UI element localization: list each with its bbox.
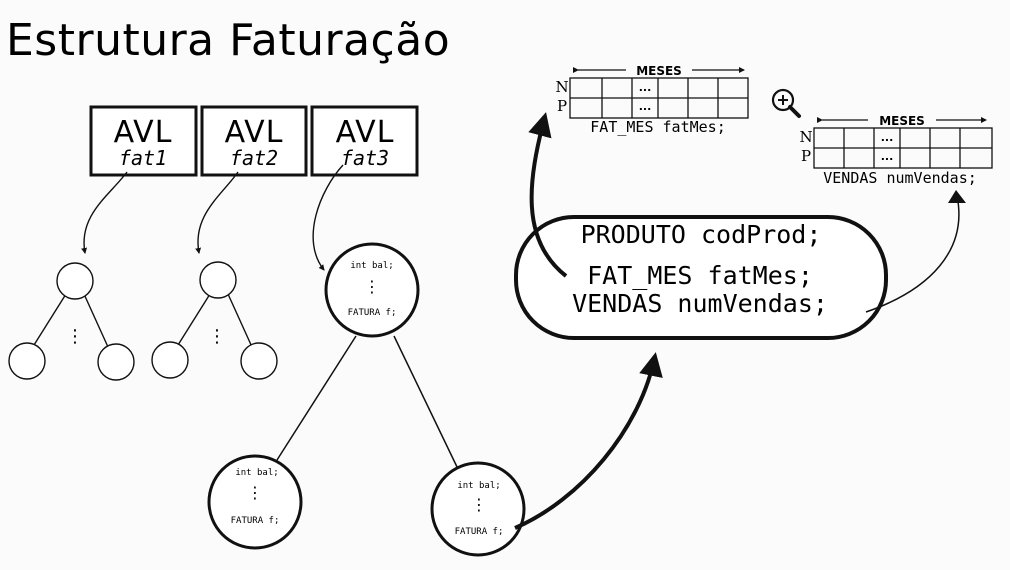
table-vendas: MESES N P ... ... VENDAS numVendas;	[799, 113, 993, 187]
arrow-fat2-to-tree	[195, 171, 239, 254]
avl-box-group	[89, 105, 419, 177]
arrow-node-to-produto	[514, 352, 663, 530]
tree-node	[56, 262, 94, 300]
node-root-bal: int bal;	[350, 261, 393, 271]
produto-line-1: PRODUTO codProd;	[581, 220, 822, 249]
tree-node	[199, 261, 237, 299]
arrow-fat1-to-tree	[81, 171, 128, 254]
node-root-dots: ⋮	[364, 277, 380, 296]
page-title: Estrutura Faturação	[6, 15, 450, 66]
zoom-in-icon	[771, 88, 801, 118]
produto-box	[514, 215, 888, 340]
produto-line-3: VENDAS numVendas;	[572, 289, 828, 318]
arrow-head	[948, 190, 966, 203]
avl-box-2	[200, 105, 308, 177]
table-vendas-ellipsis: ...	[881, 150, 894, 163]
big-tree	[276, 335, 459, 470]
table-fatmes-ellipsis: ...	[639, 81, 652, 94]
arrow-produto-to-vendas	[865, 195, 960, 313]
tree-ellipsis: ⋮	[208, 326, 226, 347]
tree-node	[97, 343, 135, 381]
node-left-bal: int bal;	[235, 468, 278, 478]
avl-label-1: AVL	[114, 115, 173, 150]
table-vendas-caption: VENDAS numVendas;	[823, 169, 977, 187]
avl-label-3: AVL	[336, 115, 395, 150]
avl-name-1: fat1	[119, 146, 167, 170]
tree-node	[151, 341, 189, 379]
table-fatmes: MESES N P ... ... FAT_MES fatMes;	[555, 63, 749, 136]
table-fatmes-row-p: P	[557, 97, 567, 115]
node-left-dots: ⋮	[247, 483, 263, 502]
avl-name-3: fat3	[341, 146, 389, 170]
table-vendas-ellipsis: ...	[881, 131, 894, 144]
small-tree-1	[8, 262, 135, 381]
tree-node	[8, 342, 46, 380]
avl-box-1	[89, 105, 198, 177]
produto-line-2: FAT_MES fatMes;	[587, 261, 813, 290]
tree-node-right	[430, 461, 526, 557]
arrow-produto-to-fatmes	[528, 112, 568, 278]
node-right-dots: ⋮	[471, 495, 487, 514]
node-right-fatura: FATURA f;	[455, 527, 504, 537]
table-vendas-header: MESES	[879, 114, 925, 128]
tree-node	[240, 342, 278, 380]
avl-name-2: fat2	[230, 146, 278, 170]
tree-node-root	[324, 242, 420, 338]
small-tree-2	[151, 261, 278, 380]
table-vendas-row-n: N	[799, 128, 812, 146]
arrow-fat3-to-tree	[312, 164, 344, 271]
table-fatmes-ellipsis: ...	[639, 100, 652, 113]
tree-ellipsis: ⋮	[66, 326, 84, 347]
table-vendas-row-p: P	[801, 147, 811, 165]
table-fatmes-caption: FAT_MES fatMes;	[590, 118, 725, 136]
tree-node-left	[207, 454, 303, 550]
table-fatmes-row-n: N	[555, 78, 568, 96]
node-right-bal: int bal;	[457, 481, 500, 491]
node-left-fatura: FATURA f;	[231, 516, 280, 526]
node-root-fatura: FATURA f;	[348, 308, 397, 318]
table-fatmes-header: MESES	[636, 64, 682, 78]
avl-box-3	[310, 105, 419, 177]
avl-label-2: AVL	[225, 115, 284, 150]
